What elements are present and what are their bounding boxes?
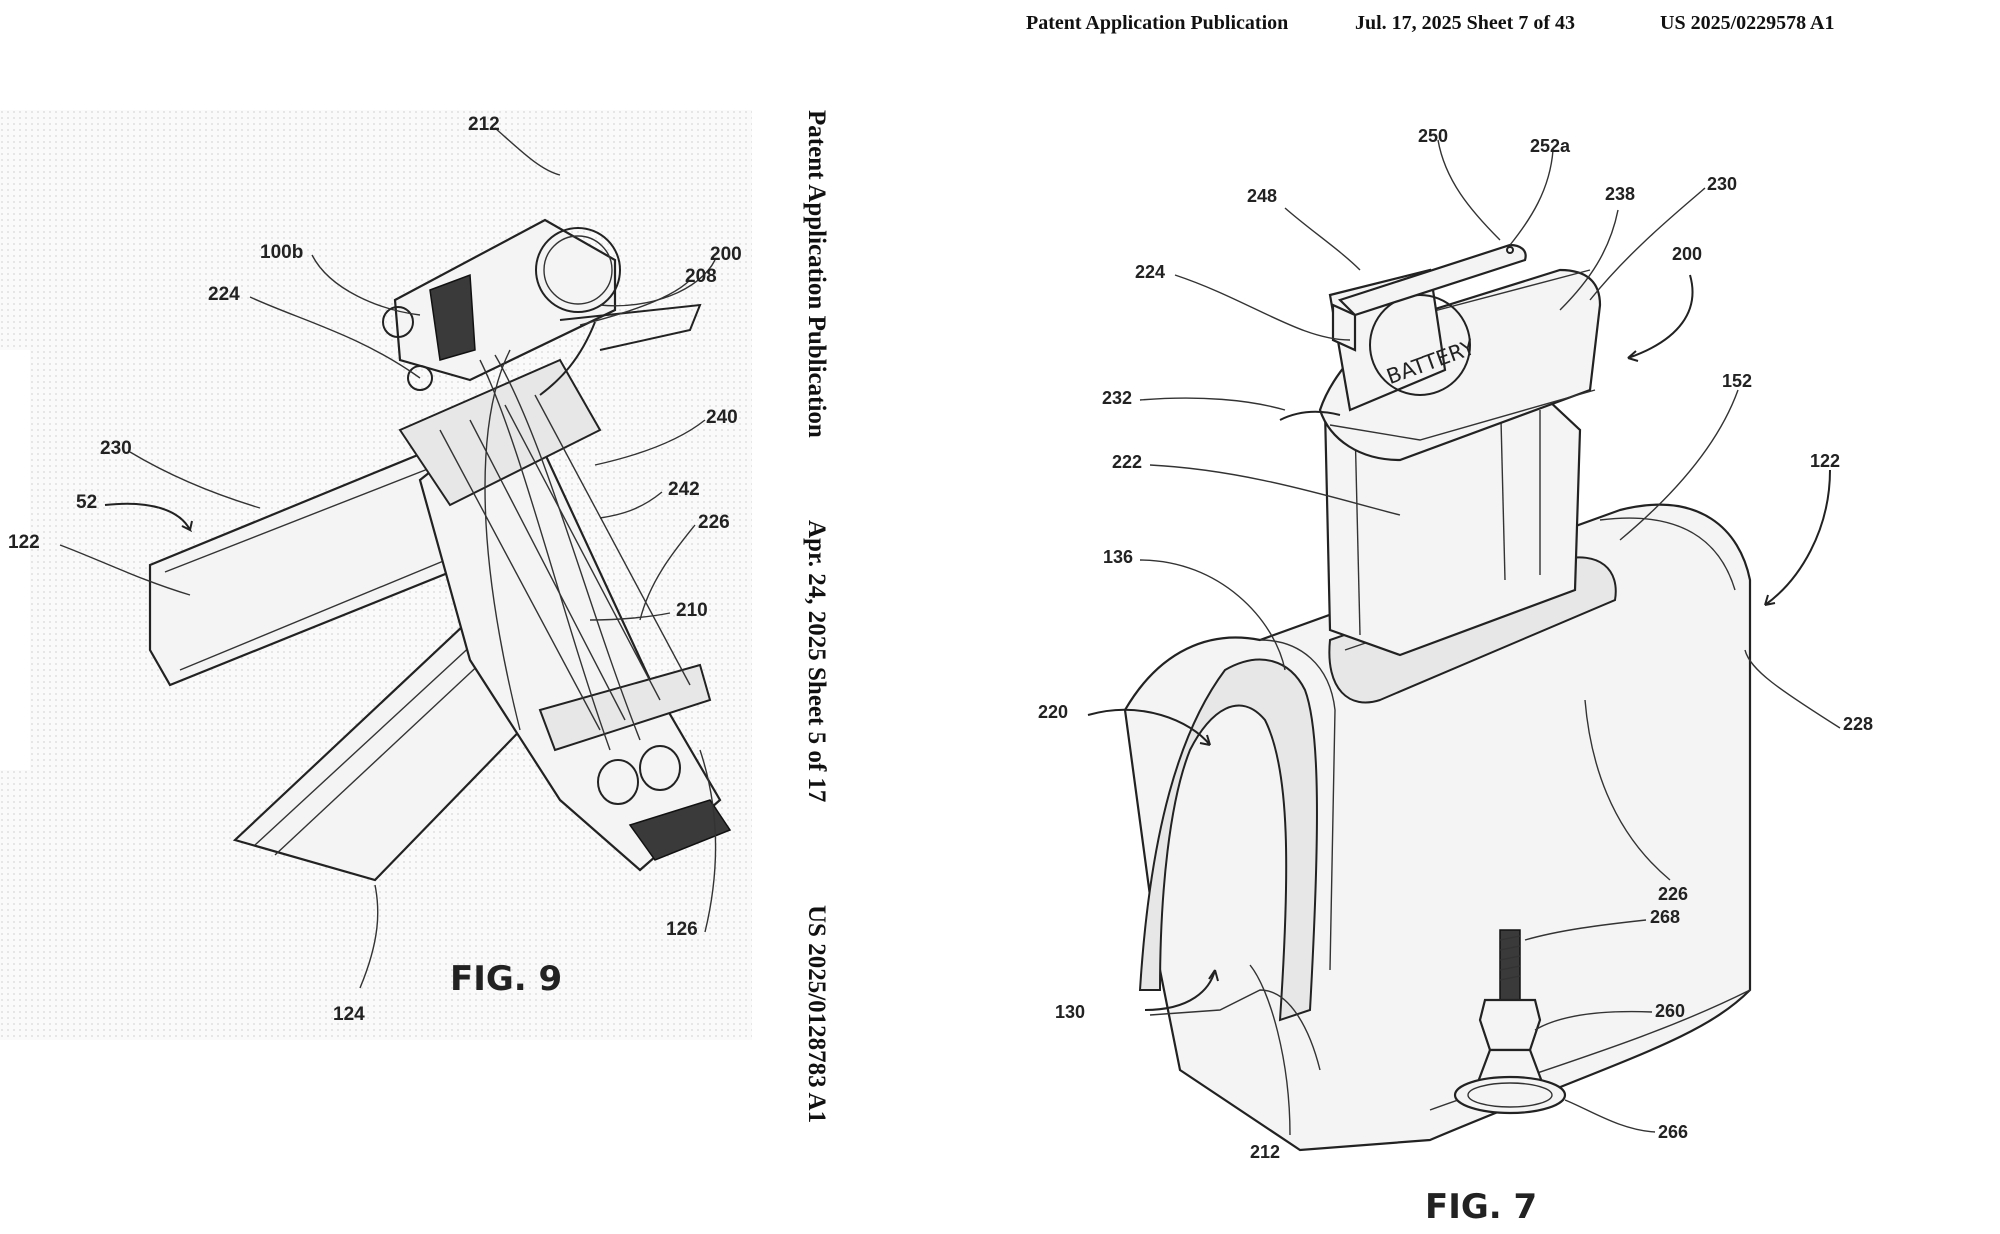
header-publication: Patent Application Publication: [1026, 12, 1289, 34]
fig9-leader-210: [589, 612, 671, 621]
fig7-ref-248: 248: [1247, 186, 1277, 206]
fig9-ref-52: 52: [76, 492, 97, 513]
fig9-leader-126: [699, 749, 717, 933]
fig7-ref-212: 212: [1250, 1142, 1280, 1162]
fig9-ref-100b: 100b: [260, 242, 303, 263]
fig7-ref-122: 122: [1810, 451, 1840, 471]
fig7-leader-266: [1564, 1099, 1656, 1133]
fig9-ref-122: 122: [8, 532, 40, 553]
fig7-leader-226: [1584, 699, 1671, 881]
vertical-header-date-sheet: Apr. 24, 2025 Sheet 5 of 17: [803, 520, 830, 803]
fig9-leader-208: [579, 279, 691, 326]
fig9-ref-230: 230: [100, 438, 132, 459]
fig7-leader-136: [1139, 559, 1286, 671]
fig7-leader-252a: [1509, 149, 1554, 246]
fig9-head-tube: [398, 358, 732, 872]
fig9-cable-3: [484, 349, 521, 731]
fig9-leader-200: [599, 259, 716, 307]
fig9-arrow-52: [104, 502, 193, 533]
fig9-ref-242: 242: [668, 479, 700, 500]
fig7-drawing: BATTERY: [1038, 126, 1873, 1227]
fig9-label: FIG. 9: [450, 959, 562, 999]
fig7-bolt: [1453, 929, 1567, 1115]
fig9-leader-224: [249, 296, 421, 379]
fig7-ref-220: 220: [1038, 702, 1068, 722]
fig7-ref-152: 152: [1722, 371, 1752, 391]
fig7-ref-238: 238: [1605, 184, 1635, 204]
fig7-label: FIG. 7: [1425, 1187, 1537, 1227]
fig7-leader-260: [1534, 1010, 1653, 1031]
fig9-ref-226: 226: [698, 512, 730, 533]
fig7-arrow-220: [1087, 708, 1211, 746]
fig9-drawing: 212 100b 200 208 224 240 230 52 242 226 …: [0, 110, 752, 1040]
vertical-header-publication: Patent Application Publication: [803, 110, 830, 438]
fig7-arrow-200: [1627, 274, 1694, 362]
fig7-ref-224: 224: [1135, 262, 1165, 282]
fig9-top-tube: [148, 448, 482, 687]
fig9-stem: [382, 218, 702, 391]
fig7-ref-232: 232: [1102, 388, 1132, 408]
fig7-ref-228: 228: [1843, 714, 1873, 734]
fig7-leader-228: [1744, 649, 1841, 729]
fig9-ref-212: 212: [468, 114, 500, 135]
fig7-leader-268: [1524, 919, 1647, 941]
fig7-leader-212: [1249, 964, 1291, 1136]
fig7-leader-238: [1559, 209, 1619, 311]
fig9-ref-224: 224: [208, 284, 240, 305]
fig9-cable-1: [479, 359, 611, 751]
fig9-arrow-200: [539, 321, 596, 396]
fig7-leader-250: [1437, 139, 1501, 241]
header-date-sheet: Jul. 17, 2025 Sheet 7 of 43: [1355, 12, 1575, 34]
fig9-ref-208: 208: [685, 266, 717, 287]
fig7-leader-248: [1284, 207, 1361, 271]
fig9-leader-226: [639, 524, 696, 621]
fig9-ref-124: 124: [333, 1004, 365, 1025]
fig7-leader-222: [1149, 464, 1401, 516]
fig7-leader-152: [1619, 389, 1739, 541]
fig7-ref-252a: 252a: [1530, 136, 1571, 156]
fig7-arrow-130: [1144, 969, 1219, 1011]
fig7-ref-268: 268: [1650, 907, 1680, 927]
fig9-ref-200: 200: [710, 244, 742, 265]
fig9-leader-100b: [311, 254, 421, 316]
header-number: US 2025/0229578 A1: [1660, 12, 1835, 34]
fig9-leader-240: [594, 419, 706, 466]
fig7-ref-230: 230: [1707, 174, 1737, 194]
fig7-ref-250: 250: [1418, 126, 1448, 146]
fig7-ref-136: 136: [1103, 547, 1133, 567]
fig9-ref-240: 240: [706, 407, 738, 428]
fig7-lip: [1279, 410, 1341, 421]
fig9-leader-212: [494, 127, 561, 176]
fig9-leader-124: [359, 884, 379, 989]
fig7-ref-266: 266: [1658, 1122, 1688, 1142]
fig9-leader-122: [59, 544, 191, 596]
fig7-leader-232: [1139, 397, 1286, 411]
fig7-ref-200: 200: [1672, 244, 1702, 264]
fig7-ref-226: 226: [1658, 884, 1688, 904]
fig7-leader-224: [1174, 274, 1351, 341]
fig9-ref-210: 210: [676, 600, 708, 621]
fig7-ref-260: 260: [1655, 1001, 1685, 1021]
fig9-leader-242: [599, 491, 663, 519]
fig7-leader-230: [1589, 187, 1706, 301]
fig9-ref-126: 126: [666, 919, 698, 940]
vertical-header-number: US 2025/0128783 A1: [803, 905, 830, 1124]
fig7-arrow-122: [1764, 469, 1831, 606]
fig9-cable-2: [494, 354, 641, 741]
fig7-ref-222: 222: [1112, 452, 1142, 472]
fig7-ref-130: 130: [1055, 1002, 1085, 1022]
fig9-leader-230: [129, 451, 261, 509]
